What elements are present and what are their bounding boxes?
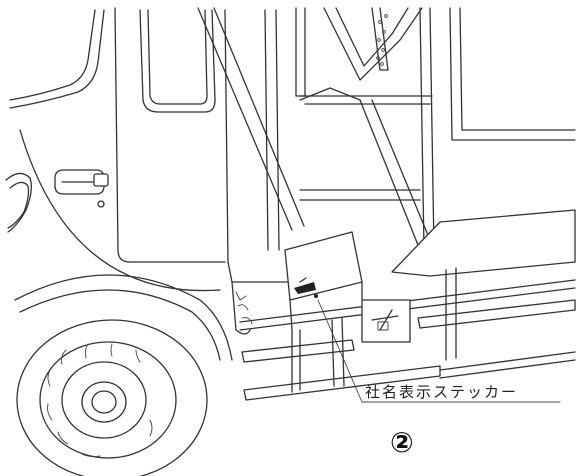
truck-cab xyxy=(5,7,301,292)
door-handle xyxy=(54,169,109,208)
company-sticker-mark xyxy=(294,282,316,294)
figure-number: ② xyxy=(390,426,414,459)
front-wheel xyxy=(14,274,233,476)
crane-frame xyxy=(197,7,576,251)
callout-leader xyxy=(314,294,561,403)
sticker-callout-label: 社名表示ステッカー xyxy=(365,383,518,401)
side-guard xyxy=(231,209,576,401)
